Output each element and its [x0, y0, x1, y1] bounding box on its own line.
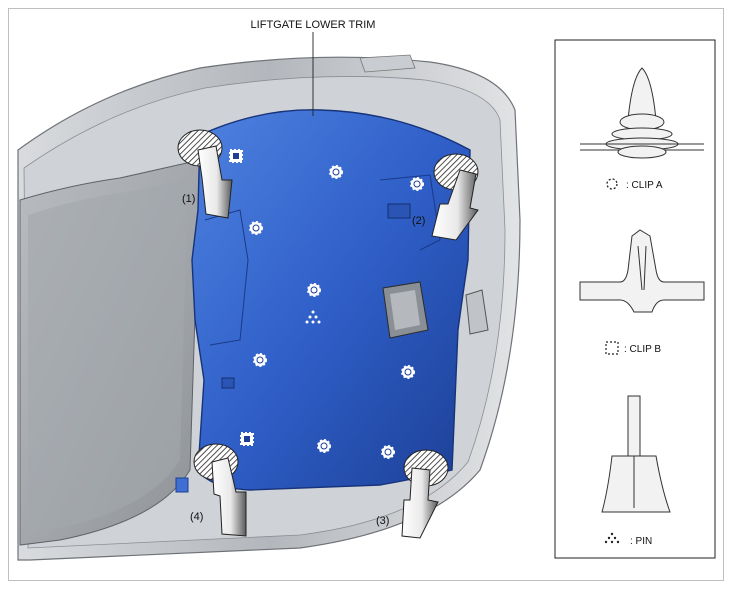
clip-b-drawing	[579, 229, 705, 313]
pin-drawing	[601, 395, 671, 513]
arrow-icon	[197, 145, 233, 219]
pin-icon	[305, 310, 321, 324]
callout-1: (1)	[182, 193, 195, 205]
clip-b-icon	[605, 341, 619, 355]
legend-pin: : PIN	[630, 536, 652, 547]
clip-a-icon	[401, 365, 415, 379]
liftgate-lower-trim	[191, 109, 471, 491]
legend-panel: : CLIP A : CLIP B : PIN	[554, 39, 716, 559]
pin-icon	[604, 532, 620, 544]
removal-arrows	[197, 145, 479, 539]
clip-a-icon	[381, 445, 395, 459]
callout-4: (4)	[190, 511, 203, 523]
clip-a-icon	[317, 439, 331, 453]
diagram-title: LIFTGATE LOWER TRIM	[251, 19, 376, 31]
arrow-icon	[431, 169, 479, 241]
callout-3: (3)	[376, 515, 389, 527]
clip-a-icon	[410, 177, 424, 191]
callout-2: (2)	[412, 215, 425, 227]
clip-a-drawing	[580, 67, 704, 159]
arrow-icon	[211, 457, 247, 537]
legend-clip-b: : CLIP B	[624, 344, 661, 355]
clip-a-icon	[307, 283, 321, 297]
clip-a-icon	[606, 178, 618, 190]
clip-a-icon	[253, 353, 267, 367]
clip-a-markers	[249, 165, 424, 459]
clip-a-icon	[329, 165, 343, 179]
clip-a-icon	[249, 221, 263, 235]
arrow-icon	[401, 467, 439, 539]
legend-clip-a: : CLIP A	[626, 180, 663, 191]
